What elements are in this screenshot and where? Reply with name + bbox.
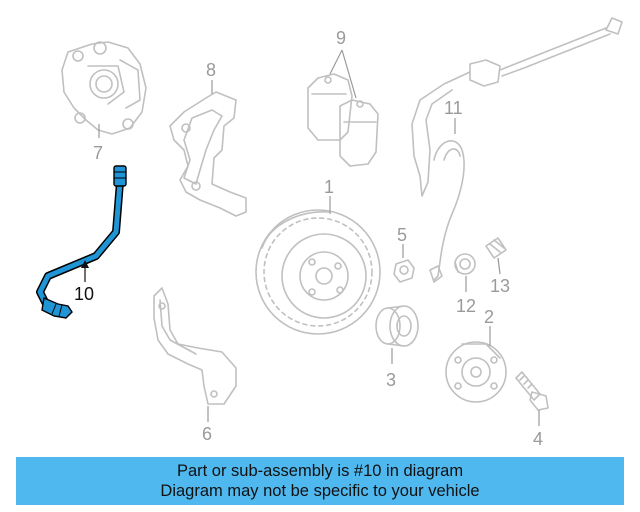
bushing-part[interactable] [485, 237, 507, 259]
hub-bolt-part[interactable] [515, 371, 549, 411]
hose-top-fitting [113, 165, 127, 187]
brake-hose-part[interactable] [36, 165, 127, 319]
wheel-bearing-part[interactable] [375, 305, 419, 347]
callout-10: 10 [74, 284, 94, 304]
leader-10-arrowhead [81, 260, 89, 268]
exploded-parts-diagram: 7 8 9 11 [36, 17, 623, 449]
callout-5: 5 [397, 225, 407, 245]
callout-1: 1 [324, 177, 334, 197]
callout-3: 3 [386, 370, 396, 390]
callout-9: 9 [336, 28, 346, 48]
callout-13: 13 [490, 276, 510, 296]
brake-hose-body [37, 179, 123, 307]
splash-shield-part[interactable] [153, 287, 237, 405]
leader-9-right [341, 49, 357, 99]
callout-12: 12 [456, 296, 476, 316]
leader-13 [497, 257, 501, 275]
wheel-hub-part[interactable] [445, 341, 507, 403]
brake-rotor-part[interactable] [255, 209, 381, 335]
banner-line-disclaimer: Diagram may not be specific to your vehi… [160, 482, 480, 500]
abs-sensor-part[interactable] [411, 17, 623, 283]
banner-line-part-number: Part or sub-assembly is #10 in diagram [176, 462, 464, 480]
callout-11: 11 [444, 98, 463, 118]
hub-nut-part[interactable] [393, 259, 415, 283]
seal-ring-part[interactable] [454, 253, 476, 275]
leader-9-left [329, 49, 343, 75]
callout-8: 8 [206, 60, 216, 80]
brake-pads-part[interactable] [307, 73, 379, 167]
callout-2: 2 [484, 307, 494, 327]
brake-caliper-part[interactable] [61, 41, 147, 135]
callout-4: 4 [533, 429, 543, 449]
callout-7: 7 [93, 143, 103, 163]
hose-bottom-fitting [41, 297, 73, 319]
caliper-bracket-part[interactable] [169, 91, 247, 217]
callout-6: 6 [202, 424, 212, 444]
info-banner: Part or sub-assembly is #10 in diagram D… [16, 457, 624, 505]
